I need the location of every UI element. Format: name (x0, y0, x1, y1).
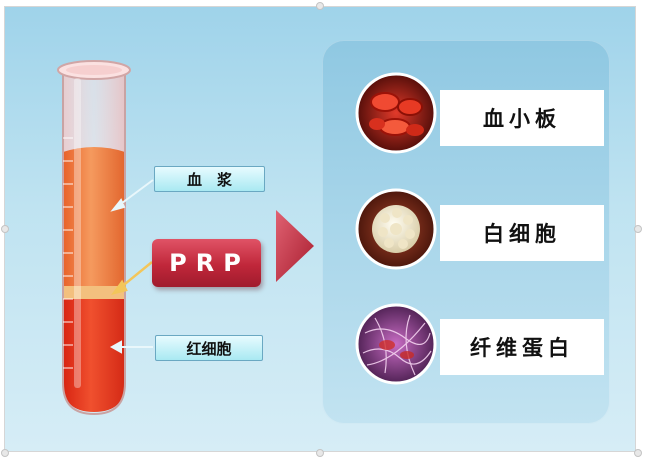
resize-handle-bottom-left[interactable] (1, 449, 9, 457)
white-blood-cell-label: 白细胞 (440, 205, 604, 261)
plasma-label: 血 浆 (154, 166, 265, 192)
resize-handle-left[interactable] (1, 225, 9, 233)
resize-handle-bottom[interactable] (316, 449, 324, 457)
arrow-right-icon (276, 210, 314, 282)
resize-handle-bottom-right[interactable] (634, 449, 642, 457)
red-blood-cell-label: 红细胞 (155, 335, 263, 361)
test-tube-icon (57, 60, 131, 416)
resize-handle-top[interactable] (316, 2, 324, 10)
platelet-label: 血小板 (440, 90, 604, 146)
resize-handle-right[interactable] (634, 225, 642, 233)
prp-label: PRP (152, 239, 261, 287)
white-blood-cell-icon (355, 188, 437, 270)
fibrin-label: 纤维蛋白 (440, 319, 604, 375)
platelet-icon (355, 72, 437, 154)
fibrin-icon (355, 303, 437, 385)
